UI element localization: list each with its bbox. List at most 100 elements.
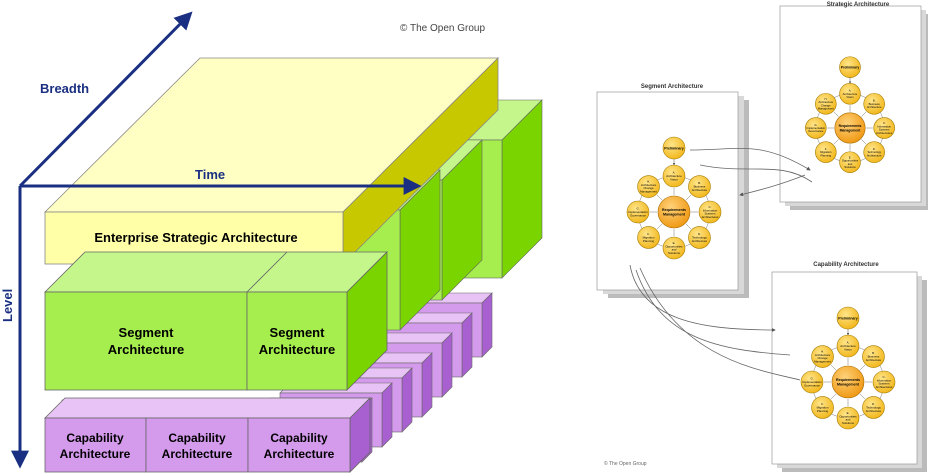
enterprise-strategic-block: Enterprise Strategic Architecture	[44, 57, 499, 265]
adm-phase-label: Vision	[670, 177, 678, 181]
enterprise-label: Enterprise Strategic Architecture	[94, 230, 297, 245]
adm-phase-label: Migration	[817, 405, 829, 409]
segment-label-2-line2: Architecture	[259, 342, 336, 357]
adm-phase-label: G.	[814, 123, 817, 127]
adm-center-label: Requirements	[662, 208, 686, 212]
adm-phase-label: G.	[810, 377, 813, 381]
segment-block-2	[246, 291, 348, 391]
adm-phase-label: B.	[698, 181, 701, 185]
adm-phase-label: Governance	[804, 383, 820, 387]
axes: Breadth Time Level	[0, 11, 422, 469]
capability-label-3-line1: Capability	[270, 431, 328, 445]
strategic-title: Strategic Architecture	[827, 2, 890, 8]
capability-block-3	[247, 417, 351, 473]
capability-block-2	[145, 417, 249, 473]
adm-phase-label: Planning	[643, 239, 655, 243]
adm-phase-label: Change	[817, 356, 828, 360]
segment-title: Segment Architecture	[641, 84, 704, 90]
adm-phase-label: Architecture	[867, 105, 882, 109]
adm-phase-label: Management	[818, 107, 834, 111]
adm-phase-label: Implementation	[806, 126, 825, 130]
adm-phase-label: Migration	[643, 235, 655, 239]
adm-phase-label: A.	[673, 171, 676, 175]
adm-phase-label: Architecture	[815, 353, 831, 357]
adm-cycle-strategic: PreliminaryRequirementsManagementA.Archi…	[805, 56, 895, 173]
adm-phase-label: Solutions	[844, 165, 856, 169]
adm-phase-label: Business	[694, 185, 706, 189]
adm-phase-label: and	[672, 248, 677, 252]
adm-phase-label: Information	[877, 124, 891, 128]
adm-phase-label: E.	[849, 155, 852, 159]
capability-label-2-line2: Architecture	[162, 447, 233, 461]
adm-phase-label: Systems	[878, 382, 890, 386]
adm-phase-label: Architecture	[843, 92, 858, 96]
adm-phase-label: F.	[647, 232, 649, 236]
copyright-right: © The Open Group	[604, 460, 647, 467]
adm-phase-label: Opportunities	[839, 414, 857, 418]
adm-phase-label: Governance	[630, 213, 646, 217]
adm-phase-label: Systems	[704, 212, 716, 216]
adm-phase-label: F.	[825, 147, 827, 151]
time-label: Time	[195, 167, 225, 182]
capability-title: Capability Architecture	[813, 262, 879, 268]
adm-phase-label: B.	[872, 351, 875, 355]
adm-phase-label: Architectures	[876, 385, 893, 389]
adm-phase-label: Business	[868, 355, 880, 359]
level-label: Level	[0, 289, 15, 322]
capability-label-1-line2: Architecture	[60, 447, 131, 461]
adm-preliminary: Preliminary	[836, 306, 860, 330]
adm-phase-label: Architecture	[641, 183, 657, 187]
adm-phase-label: Architecture	[666, 174, 682, 178]
adm-phase-label: Architecture	[866, 358, 882, 362]
adm-phase-label: C.	[883, 375, 886, 379]
capability-label-3-line2: Architecture	[264, 447, 335, 461]
panel-strategic: Strategic Architecture PreliminaryRequir…	[779, 2, 928, 210]
capability-block-1	[44, 417, 147, 473]
adm-phase-label: Technology	[867, 150, 882, 154]
adm-phase-label: D.	[872, 402, 875, 406]
segment-block-1	[44, 291, 248, 391]
adm-phase-label: Information	[877, 378, 892, 382]
adm-phase-label: Vision	[846, 95, 854, 99]
adm-phase-label: Management	[640, 190, 657, 194]
adm-phase-label: Governance	[808, 129, 823, 133]
adm-phase-label: Planning	[817, 409, 829, 413]
adm-phase-label: Opportunities	[665, 244, 683, 248]
panel-capability: Capability Architecture PreliminaryRequi…	[771, 262, 927, 472]
adm-phase-label: F.	[821, 402, 823, 406]
adm-phase-label: Architectures	[876, 131, 893, 135]
adm-phase-label: Change	[821, 103, 831, 107]
panel-segment: Segment Architecture PreliminaryRequirem…	[596, 84, 749, 298]
adm-phase-label: Systems	[879, 128, 890, 132]
adm-phase-label: Technology	[692, 235, 707, 239]
adm-center-label: Management	[840, 128, 862, 132]
adm-center-label: Management	[663, 213, 686, 217]
copyright-left: © The Open Group	[400, 23, 485, 34]
adm-center-label: Management	[837, 383, 860, 387]
adm-phase-label: H.	[821, 349, 824, 353]
adm-phase-label: D.	[873, 147, 876, 151]
adm-phase-label: Implementation	[628, 210, 648, 214]
capability-front-blocks: Capability Architecture Capability Archi…	[44, 397, 371, 473]
adm-phase-label: D.	[698, 232, 701, 236]
adm-phase-label: and	[846, 418, 851, 422]
adm-phase-label: C.	[709, 205, 712, 209]
